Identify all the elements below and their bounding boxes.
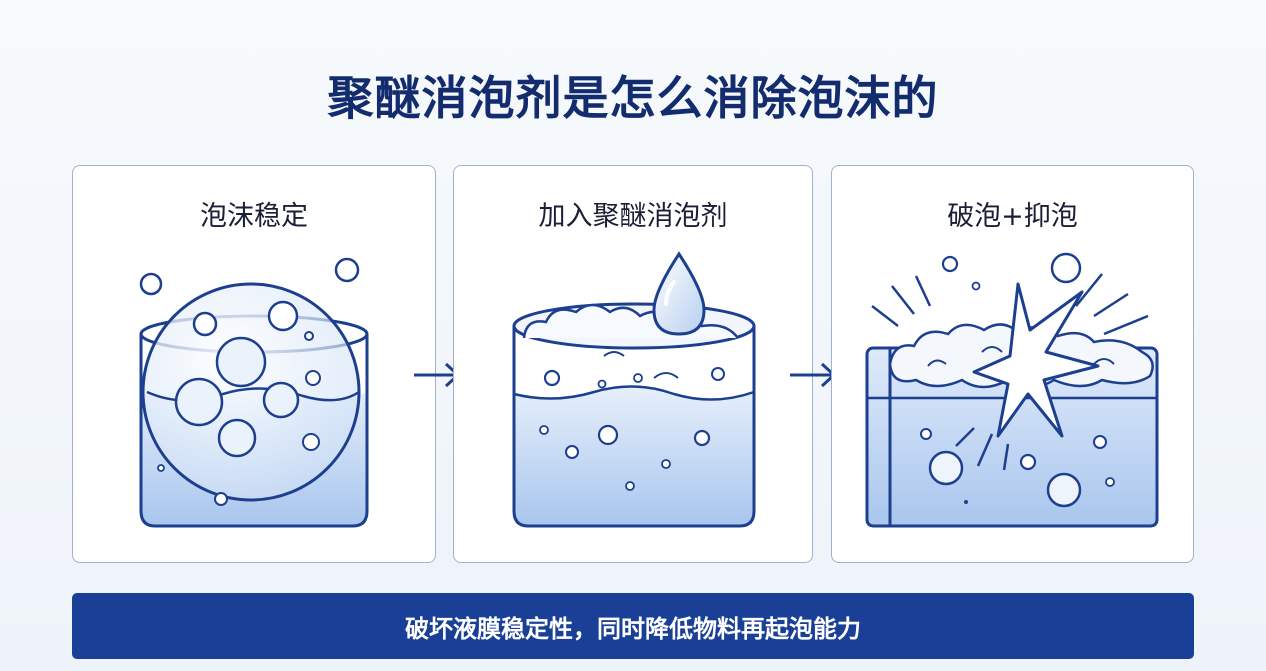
step-panel-add-defoamer: 加入聚醚消泡剂	[453, 165, 813, 563]
step-label-break-foam: 破泡+抑泡	[947, 201, 1078, 232]
step-label-add-defoamer: 加入聚醚消泡剂	[538, 201, 728, 232]
step-panel-stable: 泡沫稳定	[72, 165, 436, 563]
step-label-stable: 泡沫稳定	[200, 201, 308, 232]
break-foam-icon	[865, 252, 1159, 528]
page-title: 聚醚消泡剂是怎么消除泡沫的	[327, 71, 939, 125]
summary-banner: 破坏液膜稳定性，同时降低物料再起泡能力	[72, 593, 1194, 659]
stable-foam-icon	[139, 257, 369, 528]
summary-text: 破坏液膜稳定性，同时降低物料再起泡能力	[405, 614, 861, 643]
add-defoamer-icon	[512, 251, 756, 528]
step-panel-break-foam: 破泡+抑泡	[831, 165, 1194, 563]
